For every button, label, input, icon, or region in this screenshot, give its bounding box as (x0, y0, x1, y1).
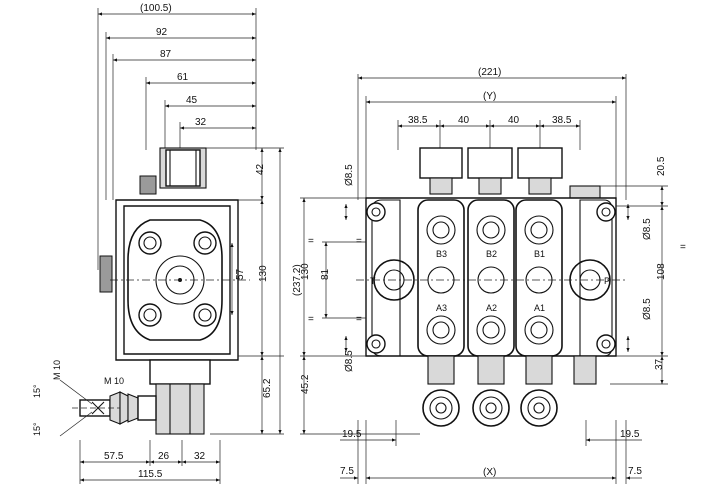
dim-130-front: 130 (300, 263, 311, 280)
dim-221: (221) (478, 67, 501, 78)
port-b1: B1 (534, 249, 545, 259)
port-b2: B2 (486, 249, 497, 259)
eq-mark-5: = (680, 242, 686, 253)
front-right-dimensions: 20.5 Ø8.5 108 Ø8.5 37 = (600, 156, 686, 385)
dim-40-left: 40 (458, 115, 470, 126)
dim-87: 87 (160, 49, 172, 60)
dim-57: 57 (235, 268, 246, 280)
front-bottom-dimensions: 19.5 19.5 7.5 (X) 7.5 (340, 420, 642, 484)
thread-label-2: M 10 (104, 376, 124, 386)
dim-7-5-right: 7.5 (628, 466, 642, 477)
dim-65-2: 65.2 (262, 378, 273, 398)
side-right-dimensions: 42 130 (237.2) 65.2 57 (206, 147, 303, 435)
dim-81: 81 (320, 268, 331, 280)
dim-61: 61 (177, 72, 189, 83)
dim-38-5-right: 38.5 (552, 115, 572, 126)
eq-mark-2: = (308, 314, 314, 325)
dim-y: (Y) (483, 91, 496, 102)
dim-40-right: 40 (508, 115, 520, 126)
dim-45: 45 (186, 95, 198, 106)
port-t: T (370, 276, 376, 286)
dim-38-5-left: 38.5 (408, 115, 428, 126)
front-body: B3 B2 B1 A3 A2 A1 T P (356, 197, 626, 357)
side-lever: M 10 M 10 15° 15° (32, 360, 157, 437)
dim-32: 32 (195, 117, 207, 128)
angle-label-1: 15° (32, 384, 42, 398)
dim-x: (X) (483, 467, 496, 478)
dim-20-5: 20.5 (656, 156, 667, 176)
dim-26: 26 (158, 451, 170, 462)
port-p: P (604, 276, 610, 286)
dim-100-5: (100.5) (140, 3, 172, 14)
dim-19-5-right: 19.5 (620, 429, 640, 440)
side-bottom-dimensions: 57.5 26 32 115.5 (79, 440, 221, 484)
side-view: (100.5) 92 87 61 45 32 (32, 3, 303, 484)
dim-37: 37 (654, 358, 665, 370)
front-top-dimensions: (221) (Y) 38.5 40 40 38.5 (357, 67, 627, 200)
dim-108: 108 (656, 263, 667, 280)
eq-mark-3: = (356, 236, 362, 247)
dim-32-bottom: 32 (194, 451, 206, 462)
dim-d8-5-left-bottom: Ø8.5 (344, 350, 355, 372)
port-b3: B3 (436, 249, 447, 259)
thread-label-1: M 10 (52, 360, 62, 380)
eq-mark-4: = (356, 314, 362, 325)
eq-mark-1: = (308, 236, 314, 247)
dim-115-5: 115.5 (138, 469, 163, 480)
dim-57-5: 57.5 (104, 451, 124, 462)
port-a2: A2 (486, 303, 497, 313)
dim-130-side: 130 (258, 265, 269, 282)
dim-d8-5-right-bottom: Ø8.5 (642, 298, 653, 320)
front-spool-tops (419, 147, 601, 199)
dim-19-5-left: 19.5 (342, 429, 362, 440)
dim-d8-5-right-top: Ø8.5 (642, 218, 653, 240)
front-spool-bottoms (422, 355, 597, 427)
dim-45-2: 45.2 (300, 374, 311, 394)
side-top-dimensions: (100.5) 92 87 61 45 32 (97, 3, 257, 270)
port-a1: A1 (534, 303, 545, 313)
angle-label-2: 15° (32, 422, 42, 436)
side-body (99, 147, 250, 435)
port-a3: A3 (436, 303, 447, 313)
dim-7-5-left: 7.5 (340, 466, 354, 477)
dim-42: 42 (255, 163, 266, 175)
dim-92: 92 (156, 27, 168, 38)
front-view: (221) (Y) 38.5 40 40 38.5 (300, 67, 686, 484)
dim-d8-5-left-top: Ø8.5 (344, 164, 355, 186)
dim-237-2: (237.2) (292, 264, 303, 296)
front-left-dimensions: Ø8.5 130 81 45.2 Ø8.5 = = = = (300, 164, 420, 435)
